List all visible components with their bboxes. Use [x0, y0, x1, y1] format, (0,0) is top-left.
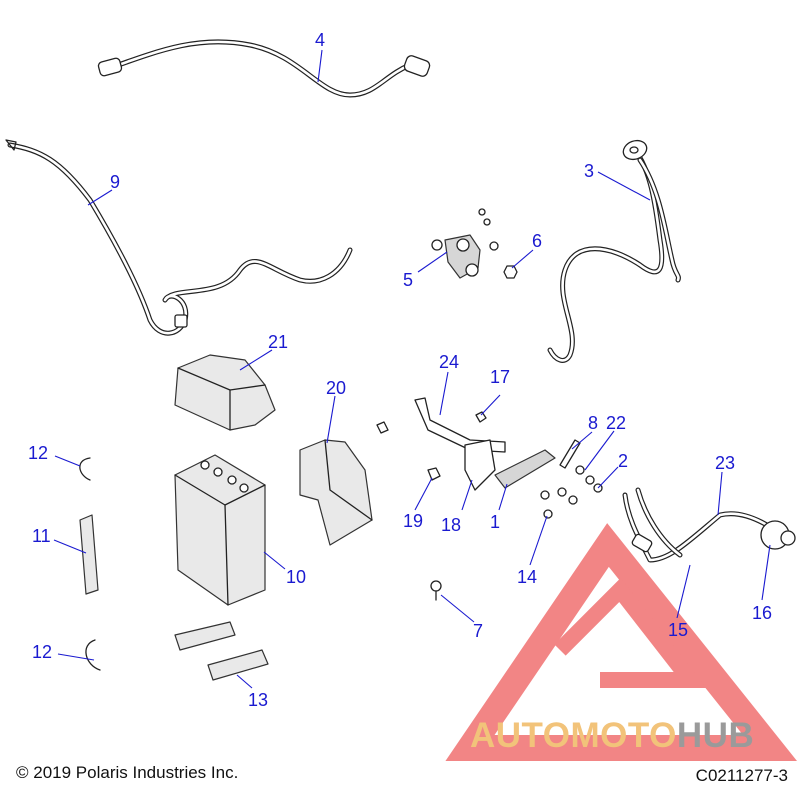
battery-shield-20: [299, 421, 389, 546]
callout-8: 8: [588, 413, 598, 433]
solenoid-5: [431, 208, 499, 279]
clip-12-lower: [85, 639, 101, 671]
screws-14: [540, 487, 578, 519]
screw-19: [427, 467, 441, 481]
battery-cover-21: [174, 354, 276, 431]
callout-16: 16: [752, 603, 772, 623]
callout-20: 20: [326, 378, 346, 398]
callout-13: 13: [248, 690, 268, 710]
pads-13: [174, 621, 269, 681]
automotohub-logo: [445, 523, 798, 761]
callout-3: 3: [584, 161, 594, 181]
callout-21: 21: [268, 332, 288, 352]
bracket-18: [464, 439, 496, 491]
fastener-22: [575, 465, 595, 485]
callout-12-upper: 12: [28, 443, 48, 463]
wordmark-hub: HUB: [676, 716, 755, 755]
bracket-24: [414, 397, 506, 453]
clip-12-upper: [79, 457, 91, 481]
strap-11: [79, 514, 99, 595]
nut-6: [503, 265, 518, 279]
callout-1: 1: [490, 512, 500, 532]
callout-15: 15: [668, 620, 688, 640]
nut-17: [475, 411, 487, 423]
bolt-7: [430, 580, 442, 601]
callout-7: 7: [473, 621, 483, 641]
automotohub-wordmark: AUTOMOTOHUB: [470, 716, 754, 756]
callout-18: 18: [441, 515, 461, 535]
power-socket-16: [760, 520, 796, 550]
callout-23: 23: [715, 453, 735, 473]
callout-22: 22: [606, 413, 626, 433]
battery-cable-9: [5, 139, 353, 336]
leader-lines: [53, 49, 771, 689]
callout-14: 14: [517, 567, 537, 587]
battery-10: [174, 454, 266, 606]
callout-19: 19: [403, 511, 423, 531]
callout-4: 4: [315, 30, 325, 50]
callout-11: 11: [32, 526, 51, 546]
callout-10: 10: [286, 567, 306, 587]
callout-2: 2: [618, 451, 628, 471]
callout-6: 6: [532, 231, 542, 251]
callout-9: 9: [110, 172, 120, 192]
fuse-holder-15: [631, 533, 653, 553]
drawing-code: C0211277-3: [695, 766, 788, 785]
callout-24: 24: [439, 352, 459, 372]
battery-cable-4: [97, 39, 431, 98]
terminal-block-1: [494, 449, 556, 489]
callouts: 4 9 3 5 6 21 20 24 17 8 22 2 23 12 19 18…: [28, 30, 772, 710]
battery-cable-3: [547, 139, 681, 363]
copyright-notice: © 2019 Polaris Industries Inc.: [16, 763, 239, 782]
wordmark-moto: MOTO: [570, 716, 677, 755]
wordmark-auto: AUTO: [470, 716, 571, 755]
callout-5: 5: [403, 270, 413, 290]
harness-23: [622, 487, 778, 563]
callout-17: 17: [490, 367, 510, 387]
callout-12-lower: 12: [32, 642, 52, 662]
